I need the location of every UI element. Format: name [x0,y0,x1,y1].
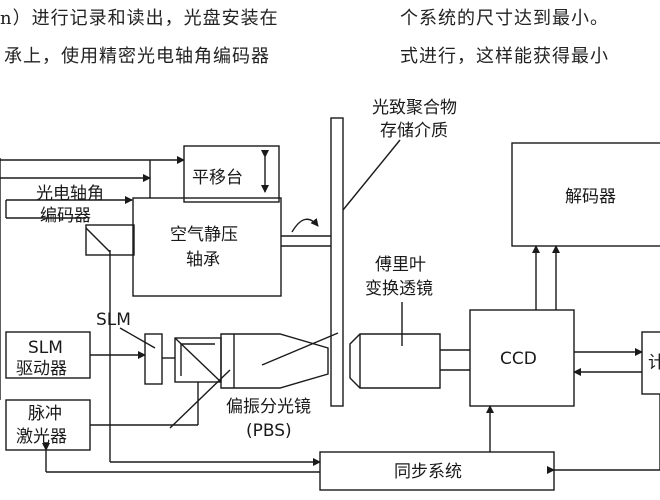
bearing-label-1: 空气静压 [170,225,238,245]
laser-label-1: 脉冲 [28,404,62,424]
pbs-leader [169,369,231,429]
pbs-label-1: 偏振分光镜 [226,397,311,417]
sync-label: 同步系统 [394,462,462,482]
slm-driver-label-2: 驱动器 [16,359,67,379]
lens-right [349,333,441,389]
medium-label-2: 存储介质 [380,121,448,141]
storage-medium [330,117,344,407]
decoder-box [511,142,660,247]
encoder-label-1: 光电轴角 [36,184,104,204]
header-right-line-1: 个系统的尺寸达到最小。 [400,8,609,29]
rotation-arrow [291,218,319,233]
lens-left [220,333,329,389]
fourier-label-1: 傅里叶 [375,255,426,275]
laser-label-2: 激光器 [16,427,67,447]
pbs-label-2: (PBS) [246,421,292,441]
header-left-line-2: 承上，使用精密光电轴角编码器 [4,46,270,67]
bearing-label-2: 轴承 [186,250,220,270]
air-bearing-box [132,197,282,297]
fourier-label-2: 变换透镜 [365,279,433,299]
ccd-label: CCD [500,349,537,369]
translation-stage-box [183,145,280,203]
slm-leader [119,327,156,349]
encoder-label-2: 编码器 [40,206,91,226]
stage-label: 平移台 [192,168,243,188]
computer-box [641,331,660,395]
slm-label: SLM [96,310,131,330]
medium-label-1: 光致聚合物 [372,98,457,118]
medium-leader [342,139,401,211]
lens-leader [261,332,339,366]
ccd-box [469,309,575,407]
header-right-line-2: 式进行，这样能获得最小 [400,46,609,67]
decoder-label: 解码器 [565,187,616,207]
encoder-leader [85,227,111,253]
computer-label: 计 [648,353,660,373]
header-left-line-1: n）进行记录和读出，光盘安装在 [0,8,279,29]
slm-driver-label-1: SLM [28,338,63,358]
slm-element [144,333,163,385]
